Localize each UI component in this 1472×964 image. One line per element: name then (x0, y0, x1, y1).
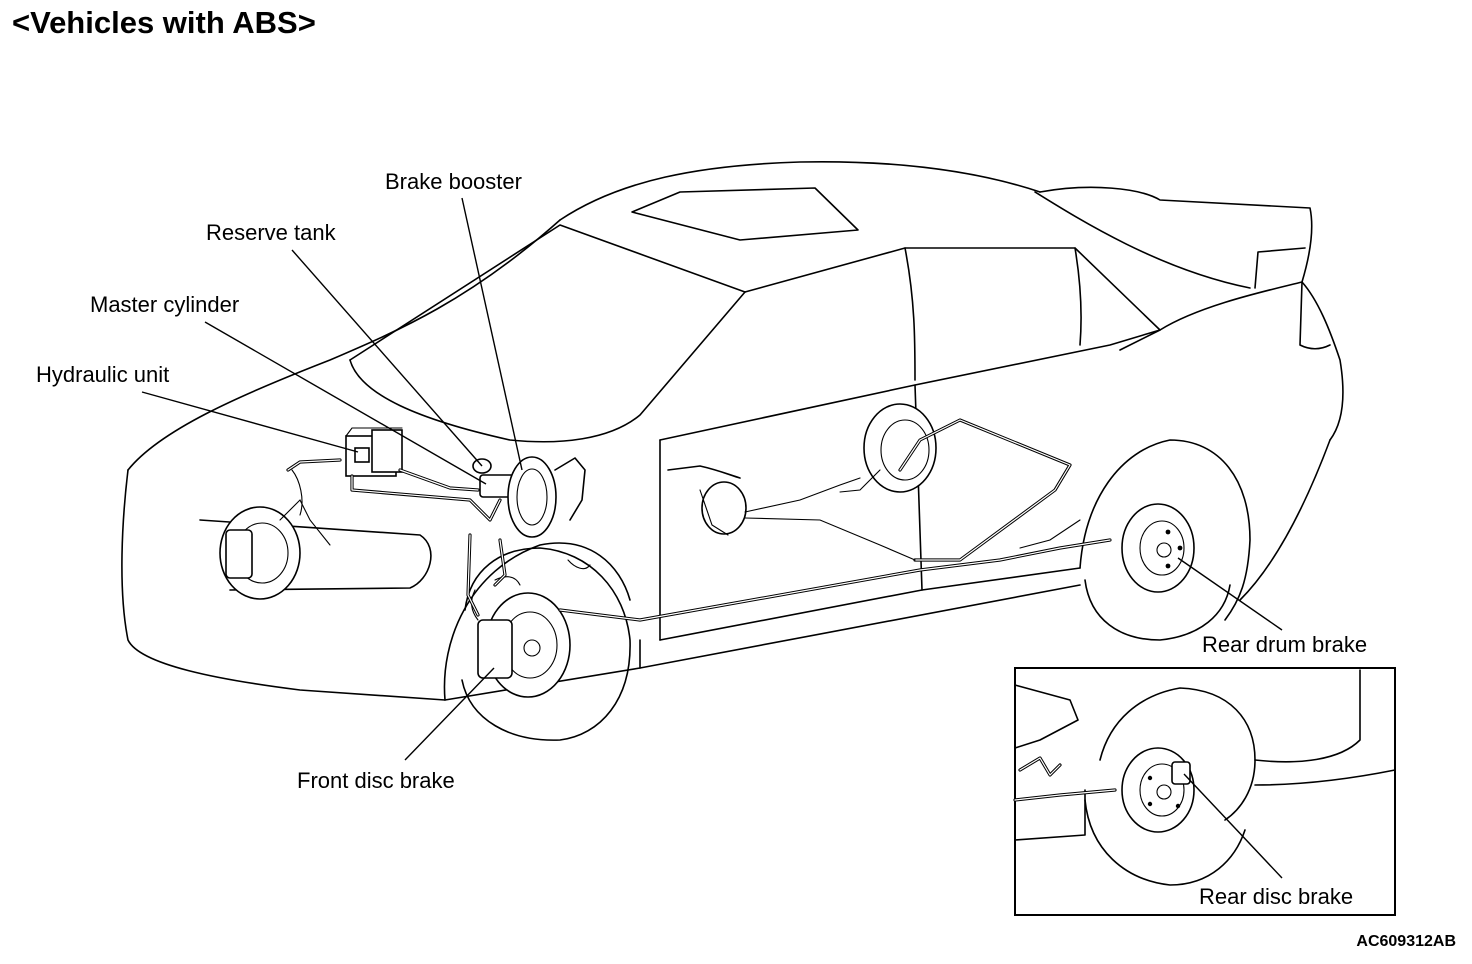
leader-master-cylinder (204, 321, 487, 485)
car-body-outline (121, 160, 1344, 741)
hydraulic-unit-part (345, 427, 403, 477)
leader-lines (141, 197, 1283, 879)
label-front-disc-brake: Front disc brake (297, 768, 455, 793)
brake-booster-part (507, 456, 591, 570)
leader-front-disc-brake (404, 667, 495, 761)
label-hydraulic-unit: Hydraulic unit (36, 362, 170, 387)
rear-drum-inner-part (839, 403, 937, 493)
leader-reserve-tank (291, 249, 483, 467)
parking-brake-part (667, 465, 747, 536)
leader-rear-drum-brake (1177, 557, 1283, 631)
leader-rear-disc-brake (1183, 773, 1283, 879)
rear-drum-brake-part (1121, 503, 1195, 593)
leader-hydraulic-unit (141, 391, 359, 453)
label-rear-disc-brake: Rear disc brake (1199, 884, 1354, 909)
diagram-title: <Vehicles with ABS> (12, 5, 316, 40)
label-reserve-tank: Reserve tank (206, 220, 336, 245)
label-rear-drum-brake: Rear drum brake (1202, 632, 1368, 657)
label-brake-booster: Brake booster (385, 169, 522, 194)
leader-brake-booster (461, 197, 523, 471)
front-left-disc-brake-part (219, 469, 331, 600)
label-master-cylinder: Master cylinder (90, 292, 240, 317)
figure-code: AC609312AB (1356, 933, 1456, 950)
brake-lines (286, 418, 1112, 622)
brake-components (219, 403, 1195, 698)
rear-disc-brake-inset (1013, 667, 1396, 916)
front-disc-brake-part (471, 576, 571, 698)
